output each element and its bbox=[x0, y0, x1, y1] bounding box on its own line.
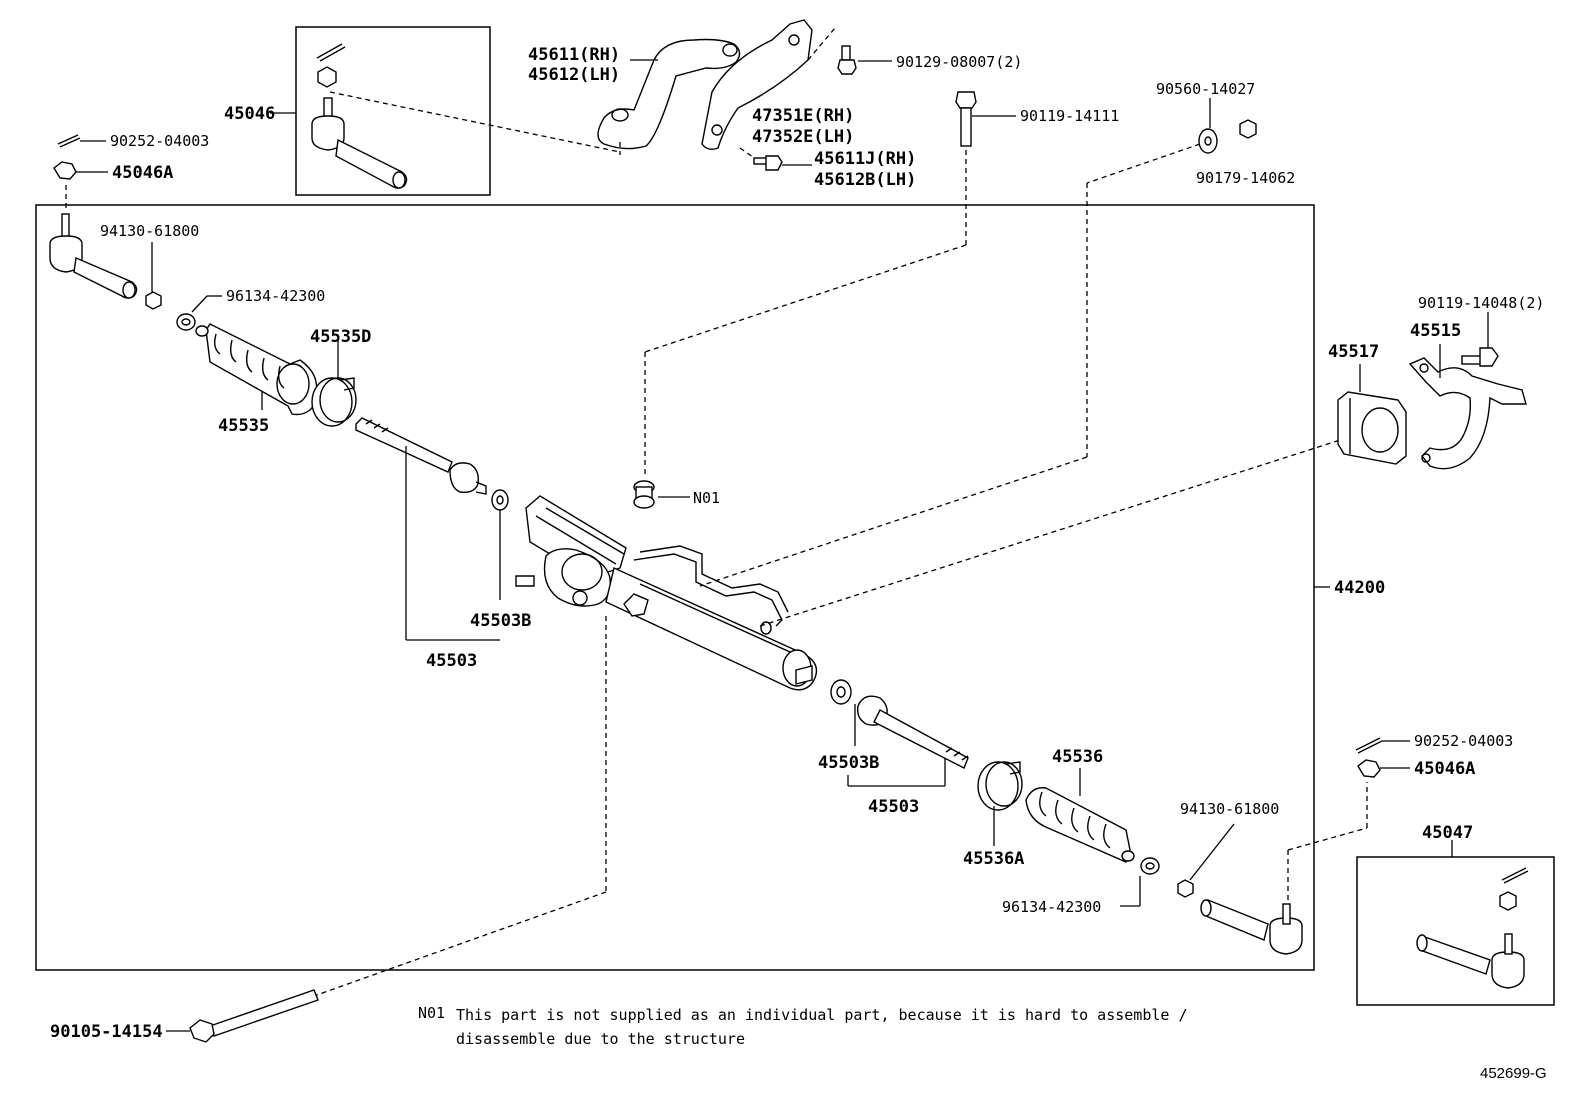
label-45611: 45611(RH) bbox=[528, 45, 620, 65]
label-90252-left: 90252-04003 bbox=[110, 132, 209, 150]
label-45046a-right: 45046A bbox=[1414, 759, 1475, 779]
label-90119-14111: 90119-14111 bbox=[1020, 107, 1119, 125]
label-45046a-left: 45046A bbox=[112, 163, 173, 183]
nut-94130-left bbox=[145, 291, 162, 310]
band-45536a bbox=[977, 761, 1023, 811]
label-96134-left: 96134-42300 bbox=[226, 287, 325, 305]
tie-rod-end-45047-box bbox=[1356, 856, 1555, 1006]
tie-rod-end-45046-drawing bbox=[311, 43, 408, 189]
tie-rod-end-left bbox=[49, 213, 138, 299]
label-94130-left: 94130-61800 bbox=[100, 222, 199, 240]
label-47352e: 47352E(LH) bbox=[752, 127, 854, 147]
label-45503-left: 45503 bbox=[426, 651, 477, 671]
bolt-45611j-drawing bbox=[753, 155, 783, 171]
label-45535: 45535 bbox=[218, 416, 269, 436]
diagram-id: 452699-G bbox=[1480, 1065, 1547, 1082]
bushing-45517 bbox=[1337, 391, 1407, 465]
washer-90560-drawing bbox=[1198, 128, 1218, 154]
cotter-pin-90252-right bbox=[1355, 737, 1383, 754]
footnote-line-1: This part is not supplied as an individu… bbox=[456, 1006, 1188, 1024]
tie-rod-end-45046-box bbox=[295, 26, 491, 196]
tie-rod-end-right bbox=[1200, 899, 1303, 955]
label-45517: 45517 bbox=[1328, 342, 1379, 362]
boot-45536 bbox=[1025, 787, 1135, 863]
washer-45503b-right bbox=[830, 679, 852, 705]
label-90252-right: 90252-04003 bbox=[1414, 732, 1513, 750]
label-45612: 45612(LH) bbox=[528, 65, 620, 85]
clamp-96134-right bbox=[1140, 857, 1160, 875]
label-45503b-left: 45503B bbox=[470, 611, 531, 631]
label-94130-right: 94130-61800 bbox=[1180, 800, 1279, 818]
label-44200: 44200 bbox=[1334, 578, 1385, 598]
label-90129: 90129-08007(2) bbox=[896, 53, 1022, 71]
label-45047: 45047 bbox=[1422, 823, 1473, 843]
nut-45046a-left bbox=[53, 161, 77, 180]
label-n01: N01 bbox=[693, 489, 720, 507]
label-45612b: 45612B(LH) bbox=[814, 170, 916, 190]
label-45503b-right: 45503B bbox=[818, 753, 879, 773]
steering-rack-housing bbox=[515, 495, 818, 691]
knuckle-arm-45611-drawing bbox=[597, 38, 741, 150]
label-96134-right: 96134-42300 bbox=[1002, 898, 1101, 916]
label-45046: 45046 bbox=[224, 104, 275, 124]
footnote-line-2: disassemble due to the structure bbox=[456, 1030, 745, 1048]
label-90105: 90105-14154 bbox=[50, 1022, 163, 1042]
label-47351e: 47351E(RH) bbox=[752, 106, 854, 126]
label-90119-14048: 90119-14048(2) bbox=[1418, 294, 1544, 312]
tie-rod-end-45047-drawing bbox=[1416, 867, 1529, 989]
label-45536: 45536 bbox=[1052, 747, 1103, 767]
clamp-96134-left bbox=[176, 313, 196, 331]
cotter-pin-90252-left bbox=[57, 134, 81, 148]
nut-90179-drawing bbox=[1239, 119, 1257, 139]
label-45515: 45515 bbox=[1410, 321, 1461, 341]
boot-45535 bbox=[195, 323, 318, 416]
bolt-90105-drawing bbox=[189, 989, 319, 1043]
label-90179: 90179-14062 bbox=[1196, 169, 1295, 187]
label-90560: 90560-14027 bbox=[1156, 80, 1255, 98]
bolt-90119-14111-drawing bbox=[955, 91, 977, 147]
band-45535d bbox=[311, 377, 357, 427]
rack-end-45503-left bbox=[355, 417, 509, 511]
label-45536a: 45536A bbox=[963, 849, 1024, 869]
nut-45046a-right bbox=[1357, 759, 1381, 778]
bolt-90129-drawing bbox=[837, 45, 857, 75]
label-45611j: 45611J(RH) bbox=[814, 149, 916, 169]
footnote-code: N01 bbox=[418, 1004, 445, 1022]
bracket-45515 bbox=[1408, 357, 1527, 470]
bolt-90119-14048-drawing bbox=[1461, 347, 1499, 367]
rack-end-45503-right bbox=[856, 695, 969, 769]
label-45535d: 45535D bbox=[310, 327, 371, 347]
bracket-47351e-drawing bbox=[701, 19, 813, 151]
label-45503-right: 45503 bbox=[868, 797, 919, 817]
grommet-n01 bbox=[633, 480, 655, 509]
nut-94130-right bbox=[1177, 879, 1194, 898]
